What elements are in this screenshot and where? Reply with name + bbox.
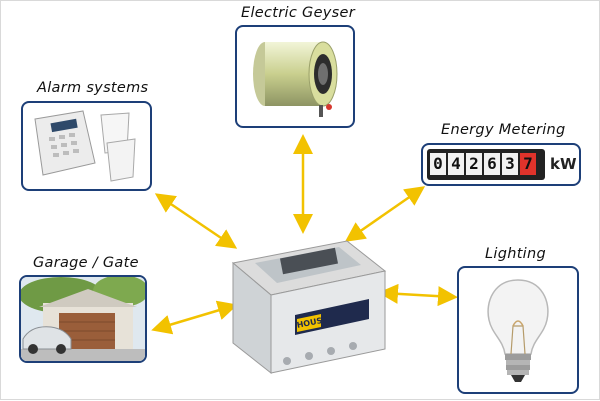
hub-enclosure <box>231 240 387 375</box>
geyser-box <box>235 25 355 128</box>
lighting-label: Lighting <box>485 246 547 262</box>
meter-digit: 4 <box>448 153 464 175</box>
geyser-image <box>253 41 338 117</box>
meter-digit: 3 <box>502 153 518 175</box>
lighting-box <box>457 266 579 394</box>
alarm-box <box>21 101 152 191</box>
metering-box: 0 4 2 6 3 7 kW <box>421 143 581 186</box>
metering-label: Energy Metering <box>441 122 566 138</box>
garage-image <box>21 277 145 361</box>
arrow-garage <box>151 300 238 335</box>
alarm-label: Alarm systems <box>37 80 149 96</box>
hub-controller: HOUSE <box>229 223 387 383</box>
geyser-label: Electric Geyser <box>241 5 356 21</box>
meter-unit: kW <box>550 155 577 173</box>
garage-label: Garage / Gate <box>33 255 139 271</box>
arrow-lighting <box>378 283 458 307</box>
meter-digits: 0 4 2 6 3 7 <box>430 153 536 175</box>
garage-box <box>19 275 147 363</box>
alarm-image <box>34 110 136 182</box>
bulb-image <box>487 279 549 382</box>
meter-digit: 0 <box>430 153 446 175</box>
meter-digit: 6 <box>484 153 500 175</box>
arrow-metering <box>344 186 426 242</box>
meter-digit-highlight: 7 <box>520 153 536 175</box>
meter-digit: 2 <box>466 153 482 175</box>
arrow-alarm <box>154 193 238 249</box>
